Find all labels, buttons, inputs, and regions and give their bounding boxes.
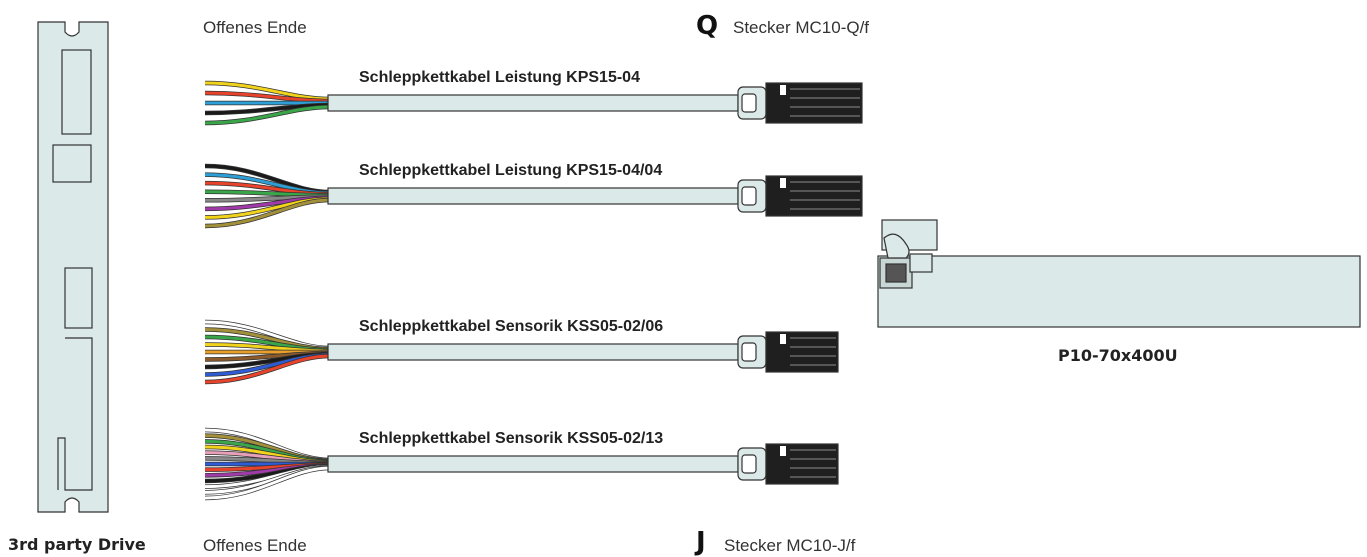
motor-body [877,219,1361,328]
drive-label: 3rd party Drive [8,535,146,554]
cable-label: Schleppkettkabel Leistung KPS15-04 [359,69,640,86]
wire [204,466,331,500]
cable [204,80,863,126]
wire [204,354,331,384]
cable-label: Schleppkettkabel Sensorik KSS05-02/06 [359,318,664,335]
motor-label: P10-70x400U [1058,346,1178,365]
cable [204,427,839,501]
connector-q-label: Stecker MC10-Q/f [733,18,870,37]
wire [204,91,331,103]
connector-j-letter: J [696,527,706,557]
cable-jacket [327,343,739,361]
open-end-label-top: Offenes Ende [203,18,307,37]
wire [204,103,331,115]
connector [737,82,863,124]
cable-group [204,80,863,501]
cable-label: Schleppkettkabel Leistung KPS15-04/04 [359,162,663,179]
cable [204,163,863,229]
connector [737,443,839,485]
connector-q-letter: Q [696,11,719,41]
open-end-label-bottom: Offenes Ende [203,536,307,555]
cable-jacket [327,455,739,473]
connector [737,175,863,217]
wire [204,198,331,228]
wire [204,105,331,125]
cable-label: Schleppkettkabel Sensorik KSS05-02/13 [359,430,664,447]
cable-jacket [327,94,739,112]
connector [737,331,839,373]
cable-jacket [327,187,739,205]
drive-unit [37,21,109,513]
connector-j-label: Stecker MC10-J/f [724,536,856,555]
cable [204,319,839,385]
wire [204,81,331,101]
